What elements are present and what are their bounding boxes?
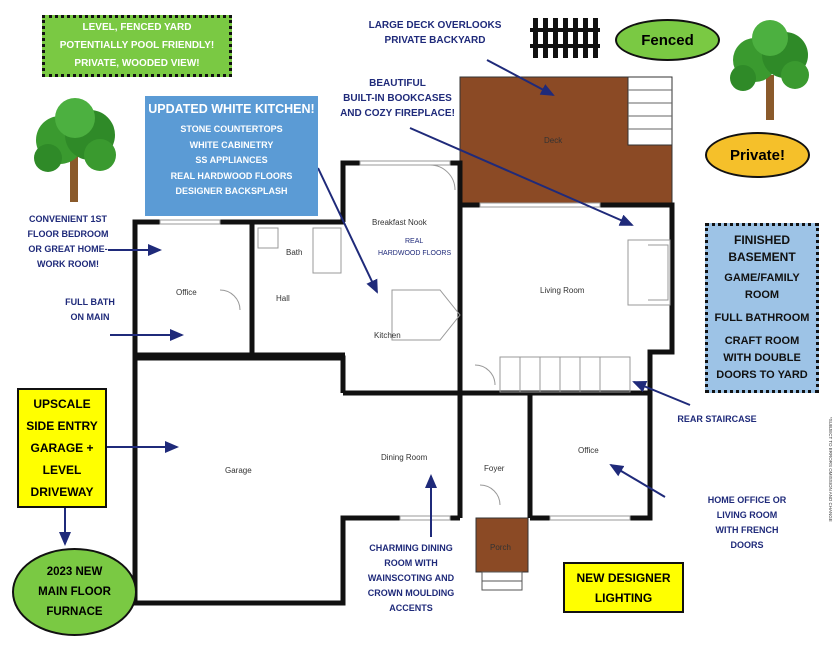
kitchen-callout-box: UPDATED WHITE KITCHEN! STONE COUNTERTOPS…	[145, 96, 318, 216]
kitchen-item: DESIGNER BACKSPLASH	[175, 186, 288, 196]
room-label-office-left: Office	[176, 288, 197, 297]
garage-line: DRIVEWAY	[30, 485, 94, 499]
room-label-breakfast-nook: Breakfast Nook	[372, 218, 427, 227]
room-label-hardwood: REAL	[405, 238, 424, 245]
basement-line: BASEMENT	[728, 250, 796, 264]
furnace-badge: 2023 NEW MAIN FLOOR FURNACE	[12, 548, 137, 636]
lighting-line: NEW DESIGNER	[576, 570, 671, 585]
room-label-dining-room: Dining Room	[381, 453, 428, 462]
dining-note-line: WAINSCOTING AND	[367, 573, 455, 583]
room-label-living-room: Living Room	[540, 286, 585, 295]
kitchen-title: UPDATED WHITE KITCHEN!	[148, 102, 315, 116]
office-note-line: WITH FRENCH	[715, 525, 779, 535]
yard-line: PRIVATE, WOODED VIEW!	[74, 58, 200, 69]
room-label-kitchen: Kitchen	[374, 331, 401, 340]
room-label-garage: Garage	[225, 466, 252, 475]
deck-stairs	[627, 76, 673, 146]
bath-note-line: FULL BATH	[65, 297, 115, 307]
furnace-line: FURNACE	[46, 606, 103, 618]
dining-note-line: ROOM WITH	[384, 558, 438, 568]
disclaimer: *SUBJECT TO ERRORS OMISSION AND CHANGE	[828, 417, 833, 522]
bookcase-note: BEAUTIFUL BUILT-IN BOOKCASES AND COZY FI…	[340, 76, 455, 121]
room-label-foyer: Foyer	[484, 464, 505, 473]
kitchen-item: REAL HARDWOOD FLOORS	[170, 170, 293, 181]
yard-line: POTENTIALLY POOL FRIENDLY!	[59, 40, 215, 51]
office-note-line: LIVING ROOM	[716, 510, 778, 520]
dining-note-line: CROWN MOULDING	[367, 588, 455, 598]
garage-line: UPSCALE	[33, 397, 91, 411]
callout-arrows	[59, 59, 691, 546]
dining-note: CHARMING DINING ROOM WITH WAINSCOTING AN…	[355, 541, 467, 616]
basement-line: WITH DOUBLE	[723, 352, 801, 364]
basement-line: CRAFT ROOM	[724, 335, 800, 347]
office-note: HOME OFFICE OR LIVING ROOM WITH FRENCH D…	[697, 493, 797, 553]
bookcase-note-line: BUILT-IN BOOKCASES	[343, 93, 452, 104]
private-badge: Private!	[705, 132, 810, 178]
kitchen-item: SS APPLIANCES	[195, 155, 268, 165]
garage-line: SIDE ENTRY	[26, 419, 98, 433]
bookcase-note-line: AND COZY FIREPLACE!	[340, 108, 455, 119]
lighting-line: LIGHTING	[594, 590, 653, 605]
staircase-note: REAR STAIRCASE	[677, 414, 757, 424]
room-label-office-right: Office	[578, 446, 599, 455]
basement-callout-box: FINISHED BASEMENT GAME/FAMILY ROOM FULL …	[705, 223, 819, 393]
room-label-hall: Hall	[276, 294, 290, 303]
garage-line: LEVEL	[42, 463, 82, 477]
dining-note-line: ACCENTS	[389, 603, 433, 613]
basement-line: FINISHED	[733, 233, 790, 247]
garage-callout-box: UPSCALE SIDE ENTRY GARAGE + LEVEL DRIVEW…	[17, 388, 107, 508]
yard-callout-box: LEVEL, FENCED YARD POTENTIALLY POOL FRIE…	[42, 15, 232, 77]
bedroom-note-line: FLOOR BEDROOM	[27, 229, 109, 239]
room-label-bath: Bath	[286, 248, 303, 257]
furnace-line: MAIN FLOOR	[38, 586, 111, 598]
garage-line: GARAGE +	[30, 441, 94, 455]
bedroom-note-line: CONVENIENT 1ST	[28, 214, 107, 224]
kitchen-item: STONE COUNTERTOPS	[180, 124, 283, 134]
kitchen-item: WHITE CABINETRY	[189, 139, 274, 150]
walls	[132, 160, 675, 606]
private-label: Private!	[729, 146, 786, 164]
basement-line: DOORS TO YARD	[716, 369, 808, 381]
deck-note: LARGE DECK OVERLOOKS PRIVATE BACKYARD	[365, 18, 505, 48]
tree-icon-right	[730, 20, 809, 120]
tree-icon-left	[34, 98, 116, 202]
dining-note-line: CHARMING DINING	[369, 543, 453, 553]
room-label-porch: Porch	[490, 543, 511, 552]
fence-icon	[530, 18, 600, 58]
deck-note-line: LARGE DECK OVERLOOKS	[368, 20, 502, 31]
bedroom-note-line: OR GREAT HOME-	[28, 244, 108, 254]
basement-line: GAME/FAMILY	[724, 272, 800, 284]
office-note-line: HOME OFFICE OR	[707, 495, 787, 505]
furnace-line: 2023 NEW	[46, 566, 103, 578]
porch	[475, 517, 529, 573]
room-label-deck: Deck	[544, 136, 563, 145]
bath-note: FULL BATH ON MAIN	[55, 295, 125, 325]
fenced-label: Fenced	[641, 31, 694, 49]
bedroom-note: CONVENIENT 1ST FLOOR BEDROOM OR GREAT HO…	[18, 212, 118, 272]
deck-note-line: PRIVATE BACKYARD	[384, 35, 486, 46]
yard-line: LEVEL, FENCED YARD	[82, 22, 192, 33]
fenced-badge: Fenced	[615, 19, 720, 61]
bath-note-line: ON MAIN	[70, 312, 110, 322]
room-label-hardwood: HARDWOOD FLOORS	[378, 250, 452, 257]
lighting-callout-box: NEW DESIGNER LIGHTING	[563, 562, 684, 613]
bedroom-note-line: WORK ROOM!	[37, 259, 99, 269]
basement-line: ROOM	[744, 289, 780, 301]
bookcase-note-line: BEAUTIFUL	[369, 78, 426, 89]
basement-line: FULL BATHROOM	[714, 312, 810, 324]
office-note-line: DOORS	[730, 540, 764, 550]
